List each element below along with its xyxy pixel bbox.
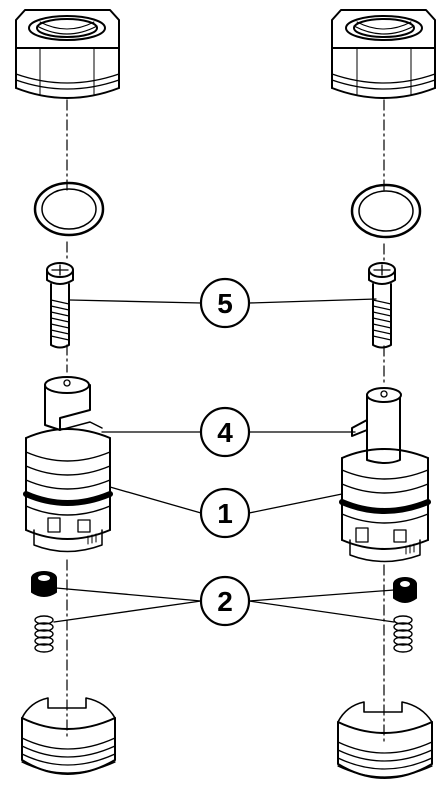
leader-lines	[53, 298, 395, 623]
o-ring-left	[33, 181, 105, 237]
o-ring-right	[350, 183, 422, 239]
screw-left	[46, 262, 74, 349]
callout-4: 4	[199, 406, 251, 458]
seat-left	[31, 571, 57, 597]
bonnet-nut-left	[15, 9, 120, 99]
spring-left	[34, 615, 54, 653]
stop-ring-left	[21, 697, 116, 775]
callout-5: 5	[199, 277, 251, 329]
valve-cartridge-left	[23, 376, 113, 553]
valve-cartridge-right	[339, 387, 431, 563]
callout-1: 1	[199, 487, 251, 539]
callout-2: 2	[199, 575, 251, 627]
callout-5-label: 5	[217, 288, 233, 319]
callout-2-label: 2	[217, 586, 233, 617]
callout-4-label: 4	[217, 417, 233, 448]
stop-ring-right	[337, 701, 433, 779]
screw-right	[368, 262, 396, 349]
callout-1-label: 1	[217, 498, 233, 529]
spring-right	[393, 615, 413, 653]
seat-right	[393, 577, 417, 603]
bonnet-nut-right	[331, 9, 436, 99]
